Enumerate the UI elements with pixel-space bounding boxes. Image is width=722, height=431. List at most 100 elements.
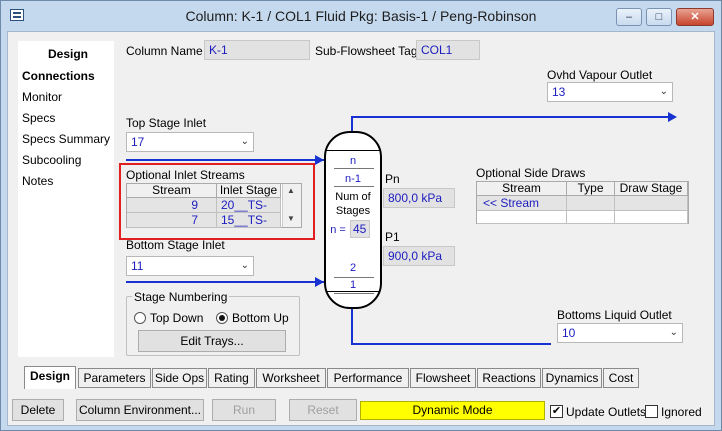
bottom-up-radio[interactable] [216,312,228,324]
top-stage-inlet-value: 17 [131,135,145,149]
grid-header-stream[interactable]: Stream [127,184,217,198]
tab-side-ops[interactable]: Side Ops [152,368,207,388]
optional-inlet-streams-label: Optional Inlet Streams [126,168,245,182]
optional-side-draws-grid[interactable]: Stream Type Draw Stage << Stream [476,181,689,224]
inlet-row-1-stage[interactable]: 20__TS- [217,198,281,213]
side-row-empty[interactable] [615,211,688,224]
chevron-down-icon: ⌄ [240,136,249,147]
tab-parameters[interactable]: Parameters [78,368,151,388]
tab-dynamics[interactable]: Dynamics [542,368,602,388]
ovhd-vapour-stream-line [351,116,669,118]
tab-performance[interactable]: Performance [327,368,409,388]
bottom-stage-inlet-label: Bottom Stage Inlet [126,238,225,252]
nav-header: Design [47,47,88,61]
ignored-checkbox[interactable] [645,405,658,418]
tray-n-minus-1-label: n-1 [345,173,361,185]
arrow-right-icon [668,112,677,122]
n-equals-label: n = [330,224,346,236]
dynamic-mode-banner[interactable]: Dynamic Mode [360,401,545,420]
subflowsheet-tag-label: Sub-Flowsheet Tag [315,44,418,58]
column-bottom-line [326,291,380,292]
ignored-label[interactable]: Ignored [661,405,702,419]
pn-pressure-field[interactable]: 800,0 kPa [383,188,455,208]
maximize-button[interactable]: □ [646,8,672,26]
tray-divider [334,186,374,187]
arrow-right-icon [315,155,324,165]
column-name-field[interactable]: K-1 [204,40,310,60]
column-environment-button[interactable]: Column Environment... [76,399,204,421]
optional-inlet-streams-grid[interactable]: Stream Inlet Stage 9 20__TS- 7 15__TS- ▲… [126,183,302,228]
tab-rating[interactable]: Rating [208,368,255,388]
grid-header-inlet-stage[interactable]: Inlet Stage [217,184,281,198]
inlet-grid-scrollbar[interactable]: ▲ ▼ [282,184,301,227]
ovhd-vapour-stream-riser [351,116,353,133]
window-client: Design Connections Monitor Specs Specs S… [7,31,715,426]
nav-item-notes[interactable]: Notes [22,174,54,188]
update-outlets-label[interactable]: Update Outlets [566,405,647,419]
column-name-label: Column Name [126,44,203,58]
p1-pressure-field[interactable]: 900,0 kPa [383,246,455,266]
title-bar[interactable]: Column: K-1 / COL1 Fluid Pkg: Basis-1 / … [1,1,721,31]
tray-divider [334,293,374,294]
design-nav-panel: Design Connections Monitor Specs Specs S… [18,41,114,357]
side-row-empty[interactable] [567,211,615,224]
nav-item-connections[interactable]: Connections [22,69,95,83]
tab-cost[interactable]: Cost [603,368,639,388]
arrow-right-icon [315,277,324,287]
bottom-stage-inlet-select[interactable]: 11 ⌄ [126,256,254,276]
inlet-row-2-stream[interactable]: 7 [127,213,217,228]
side-row-draw-stage[interactable] [615,196,688,211]
bottom-stage-inlet-value: 11 [131,259,144,273]
side-row-stream[interactable]: << Stream [477,196,567,211]
delete-button[interactable]: Delete [12,399,64,421]
close-button[interactable]: ✕ [676,8,714,26]
minimize-button[interactable]: ‒ [616,8,642,26]
bottom-up-label[interactable]: Bottom Up [232,311,289,325]
optional-side-draws-label: Optional Side Draws [476,166,586,180]
edit-trays-button[interactable]: Edit Trays... [138,330,286,352]
side-row-empty[interactable] [477,211,567,224]
bottoms-liquid-label: Bottoms Liquid Outlet [557,308,672,322]
tray-2-label: 2 [349,262,357,274]
chevron-down-icon: ⌄ [669,327,678,338]
nav-item-subcooling[interactable]: Subcooling [22,153,82,167]
num-stages-field[interactable]: 45 [350,220,370,238]
tab-design[interactable]: Design [24,366,76,389]
scroll-down-icon[interactable]: ▼ [287,214,295,223]
ovhd-vapour-select[interactable]: 13 ⌄ [547,82,673,102]
column-vessel: n n-1 Num of Stages n = 45 2 1 [324,131,382,309]
app-icon [10,9,24,21]
nav-item-specs-summary[interactable]: Specs Summary [22,132,111,146]
bottoms-liquid-select[interactable]: 10 ⌄ [557,323,683,343]
top-feed-stream-line [126,159,324,161]
tray-n-label: n [349,155,357,167]
nav-item-monitor[interactable]: Monitor [22,90,63,104]
run-button[interactable]: Run [212,399,276,421]
update-outlets-checkbox[interactable]: ✔ [550,405,563,418]
chevron-down-icon: ⌄ [659,86,668,97]
subflowsheet-tag-field[interactable]: COL1 [416,40,480,60]
tab-reactions[interactable]: Reactions [477,368,541,388]
tab-flowsheet[interactable]: Flowsheet [410,368,476,388]
tray-divider [334,277,374,278]
bottoms-liquid-stream-drop [351,308,353,344]
inlet-row-2-stage[interactable]: 15__TS- [217,213,281,228]
ovhd-vapour-value: 13 [552,85,566,99]
side-header-draw-stage[interactable]: Draw Stage [615,182,688,196]
nav-item-specs[interactable]: Specs [22,111,56,125]
reset-button[interactable]: Reset [289,399,357,421]
stage-numbering-label: Stage Numbering [132,290,230,304]
side-row-type[interactable] [567,196,615,211]
top-down-radio[interactable] [134,312,146,324]
bottom-feed-stream-line [126,281,324,283]
side-header-type[interactable]: Type [567,182,615,196]
tab-worksheet[interactable]: Worksheet [256,368,326,388]
inlet-row-1-stream[interactable]: 9 [127,198,217,213]
side-header-stream[interactable]: Stream [477,182,567,196]
scroll-up-icon[interactable]: ▲ [287,186,295,195]
top-down-label[interactable]: Top Down [150,311,204,325]
bottoms-liquid-value: 10 [562,326,576,340]
window-title: Column: K-1 / COL1 Fluid Pkg: Basis-1 / … [185,8,537,24]
top-stage-inlet-select[interactable]: 17 ⌄ [126,132,254,152]
